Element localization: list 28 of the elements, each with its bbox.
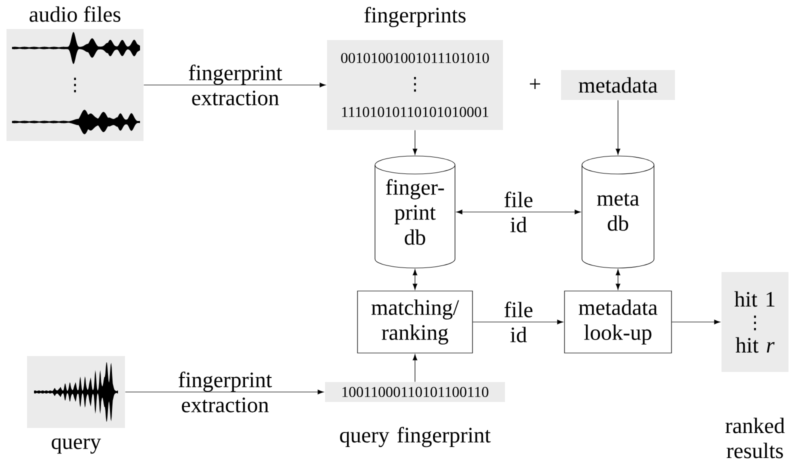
caption-text: ranked results — [726, 418, 785, 458]
results-box: hit 1 ⋮ hit r — [722, 272, 788, 372]
metadata-box: metadata — [561, 70, 675, 100]
arrow — [412, 269, 418, 290]
database-cylinder: meta db — [582, 156, 654, 268]
arrow — [412, 130, 418, 155]
process-box: matching/ ranking — [357, 290, 473, 354]
arrow — [412, 354, 418, 382]
edge-label: fingerprint extraction — [178, 372, 272, 412]
arrow — [616, 100, 620, 155]
arrow — [456, 210, 581, 214]
arrow — [144, 82, 326, 88]
node-heading: query — [52, 438, 101, 454]
process-box: metadata look-up — [564, 290, 672, 354]
arrow — [616, 269, 620, 290]
plus-sign: + — [530, 78, 540, 90]
node-heading: audio files — [30, 6, 120, 22]
query-fingerprint-box: 10011000110101100110 — [325, 382, 505, 402]
node-heading: fingerprints — [364, 6, 466, 28]
database-cylinder: finger- print db — [374, 156, 456, 268]
arrow — [125, 390, 324, 394]
arrow — [472, 320, 564, 324]
edge-label: fingerprint extraction — [188, 64, 282, 106]
edge-label: file id — [504, 192, 532, 232]
arrow — [672, 320, 720, 324]
edge-label: file id — [504, 302, 532, 342]
caption-text: query fingerprint — [340, 426, 491, 448]
fingerprint-box: 00101001001011101010 ⋮ 11101010110101010001 — [327, 40, 503, 130]
